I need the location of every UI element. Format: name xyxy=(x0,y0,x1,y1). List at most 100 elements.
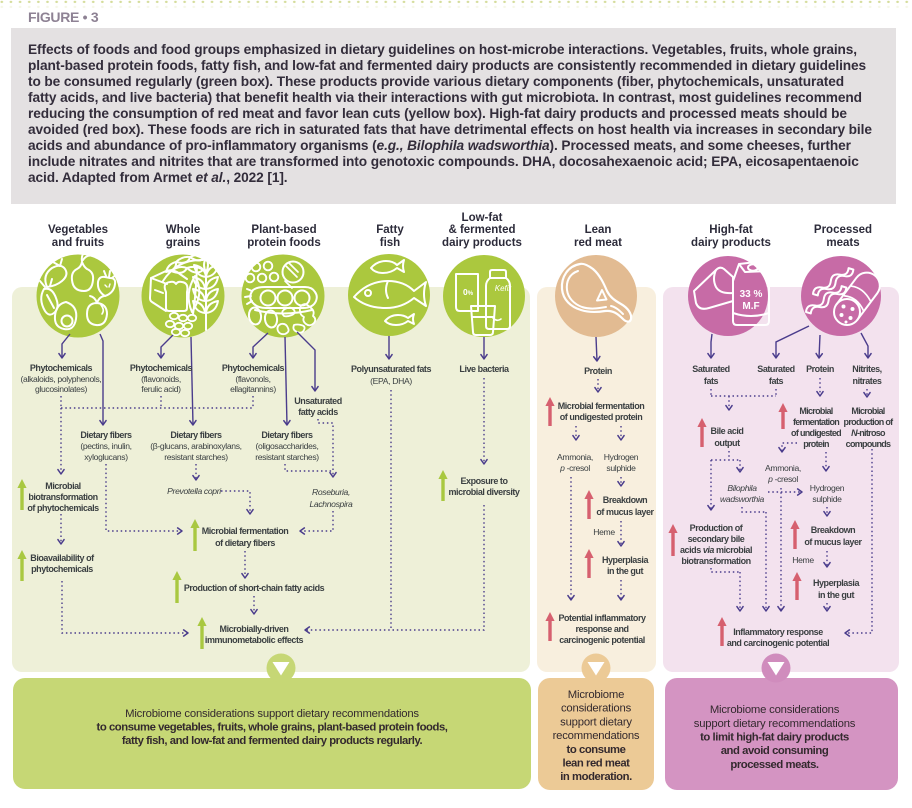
svg-text:of undigested protein: of undigested protein xyxy=(560,412,643,422)
svg-text:Microbiome: Microbiome xyxy=(568,689,624,701)
svg-text:33 %: 33 % xyxy=(740,289,763,300)
svg-text:microbial diversity: microbial diversity xyxy=(449,487,520,497)
svg-text:and carcinogenic potential: and carcinogenic potential xyxy=(727,638,829,648)
svg-text:of mucus layer: of mucus layer xyxy=(596,507,654,517)
svg-text:biotransformation: biotransformation xyxy=(681,556,750,566)
svg-text:and fruits: and fruits xyxy=(52,237,104,249)
svg-text:Hydrogen: Hydrogen xyxy=(810,483,845,493)
svg-text:Bilophila: Bilophila xyxy=(727,483,757,493)
svg-text:glucosinolates): glucosinolates) xyxy=(35,384,88,394)
svg-text:Microbial fermentation: Microbial fermentation xyxy=(202,526,289,536)
svg-text:(EPA, DHA): (EPA, DHA) xyxy=(370,376,412,386)
svg-text:nitrates: nitrates xyxy=(853,376,882,386)
svg-text:Lachnospira: Lachnospira xyxy=(310,499,354,509)
svg-text:fats: fats xyxy=(704,376,719,386)
svg-text:Plant-based: Plant-based xyxy=(251,224,316,236)
svg-text:Whole: Whole xyxy=(166,224,201,236)
svg-text:Kefir: Kefir xyxy=(495,284,512,293)
svg-text:wadsworthia: wadsworthia xyxy=(720,494,764,504)
svg-text:Nitrites,: Nitrites, xyxy=(852,364,881,374)
svg-text:Breakdown: Breakdown xyxy=(811,525,855,535)
svg-text:output: output xyxy=(714,438,740,448)
svg-text:(β-glucans, arabinoxylans,: (β-glucans, arabinoxylans, xyxy=(150,441,241,451)
svg-text:Dietary fibers: Dietary fibers xyxy=(80,430,132,440)
svg-text:Microbiome considerations supp: Microbiome considerations support dietar… xyxy=(125,708,419,720)
svg-text:support dietary recommendation: support dietary recommendations xyxy=(694,718,856,730)
svg-text:ellagitannins): ellagitannins) xyxy=(230,384,276,394)
svg-text:dairy products: dairy products xyxy=(691,237,771,249)
svg-text:recommendations: recommendations xyxy=(553,730,640,742)
svg-text:Microbially-driven: Microbially-driven xyxy=(220,624,289,634)
svg-text:of undigested: of undigested xyxy=(791,428,841,438)
svg-text:Hyperplasia: Hyperplasia xyxy=(813,578,861,588)
svg-text:Ammonia,: Ammonia, xyxy=(765,463,801,473)
svg-text:immunometabolic effects: immunometabolic effects xyxy=(205,635,304,645)
svg-text:Unsaturated: Unsaturated xyxy=(294,396,342,406)
svg-text:p -cresol: p -cresol xyxy=(559,463,590,473)
svg-text:Saturated: Saturated xyxy=(692,364,729,374)
svg-text:Low-fat: Low-fat xyxy=(462,212,503,224)
svg-text:to limit high-fat dairy produc: to limit high-fat dairy products xyxy=(700,732,849,744)
svg-text:fermentation: fermentation xyxy=(793,417,839,427)
svg-text:Fatty: Fatty xyxy=(376,224,404,236)
svg-text:Heme: Heme xyxy=(593,527,615,537)
svg-text:protein: protein xyxy=(803,439,829,449)
svg-text:of mucus layer: of mucus layer xyxy=(804,537,862,547)
svg-text:red meat: red meat xyxy=(574,237,622,249)
svg-text:biotransformation: biotransformation xyxy=(28,492,97,502)
svg-text:Microbiome considerations: Microbiome considerations xyxy=(710,704,840,716)
svg-text:of phytochemicals: of phytochemicals xyxy=(27,503,99,513)
svg-text:fatty fish, and low-fat and fe: fatty fish, and low-fat and fermented da… xyxy=(122,735,423,747)
svg-text:Microbial: Microbial xyxy=(851,406,884,416)
svg-text:fish: fish xyxy=(380,237,400,249)
svg-text:Roseburia,: Roseburia, xyxy=(312,487,350,497)
svg-text:Production of short-chain fatt: Production of short-chain fatty acids xyxy=(184,583,325,593)
svg-text:of dietary fibers: of dietary fibers xyxy=(215,538,275,548)
svg-text:Hyperplasia: Hyperplasia xyxy=(602,555,650,565)
svg-text:sulphide: sulphide xyxy=(812,494,842,504)
svg-text:fatty acids: fatty acids xyxy=(298,407,338,417)
svg-text:(pectins, inulin,: (pectins, inulin, xyxy=(80,441,131,451)
svg-text:Hydrogen: Hydrogen xyxy=(604,452,639,462)
svg-text:(oligosaccharides,: (oligosaccharides, xyxy=(256,441,319,451)
svg-text:Inflammatory response: Inflammatory response xyxy=(733,627,823,637)
svg-text:Microbial: Microbial xyxy=(799,406,832,416)
svg-text:Production of: Production of xyxy=(690,523,744,533)
svg-text:Protein: Protein xyxy=(806,364,834,374)
svg-text:carcinogenic potential: carcinogenic potential xyxy=(559,635,645,645)
svg-text:N-nitroso: N-nitroso xyxy=(851,428,886,438)
svg-text:Lean: Lean xyxy=(585,224,612,236)
svg-text:Potential inflammatory: Potential inflammatory xyxy=(558,613,646,623)
svg-text:Microbial: Microbial xyxy=(45,481,80,491)
svg-text:meats: meats xyxy=(826,237,859,249)
svg-text:Prevotella copri: Prevotella copri xyxy=(167,486,222,496)
svg-text:resistant starches): resistant starches) xyxy=(164,452,228,462)
svg-text:and avoid consuming: and avoid consuming xyxy=(721,745,829,757)
svg-text:Bile acid: Bile acid xyxy=(711,426,744,436)
svg-text:fats: fats xyxy=(769,376,784,386)
svg-text:Microbial fermentation: Microbial fermentation xyxy=(558,401,645,411)
svg-text:protein foods: protein foods xyxy=(247,237,320,249)
svg-text:processed meats.: processed meats. xyxy=(730,759,819,771)
svg-text:Saturated: Saturated xyxy=(757,364,794,374)
svg-text:response and: response and xyxy=(575,624,628,634)
svg-text:(flavonols,: (flavonols, xyxy=(235,374,270,384)
svg-text:compounds: compounds xyxy=(846,439,891,449)
svg-text:(alkaloids, polyphenols,: (alkaloids, polyphenols, xyxy=(21,374,102,384)
svg-text:in the gut: in the gut xyxy=(607,566,643,576)
svg-text:Bioavailability of: Bioavailability of xyxy=(30,553,95,563)
svg-text:M.F: M.F xyxy=(742,301,759,312)
svg-text:acids via microbial: acids via microbial xyxy=(680,545,752,555)
svg-text:Heme: Heme xyxy=(792,555,814,565)
svg-text:dairy products: dairy products xyxy=(442,237,522,249)
svg-text:Dietary fibers: Dietary fibers xyxy=(170,430,222,440)
svg-text:Phytochemicals: Phytochemicals xyxy=(130,363,193,373)
svg-text:resistant starches): resistant starches) xyxy=(255,452,319,462)
svg-text:in the gut: in the gut xyxy=(818,590,854,600)
svg-text:xyloglucans): xyloglucans) xyxy=(84,452,128,462)
svg-text:Vegetables: Vegetables xyxy=(48,224,108,236)
svg-text:lean red meat: lean red meat xyxy=(563,758,631,770)
svg-text:(flavonoids,: (flavonoids, xyxy=(141,374,181,384)
svg-text:& fermented: & fermented xyxy=(448,224,515,236)
svg-text:in moderation.: in moderation. xyxy=(560,771,632,783)
